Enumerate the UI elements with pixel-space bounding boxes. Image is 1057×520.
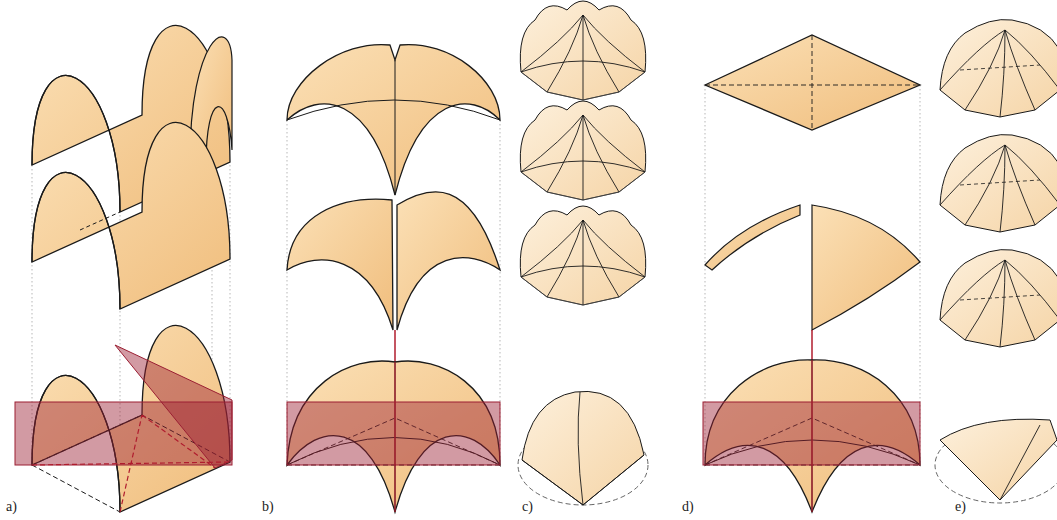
panel-letter: d) [682,500,694,514]
panel-letter: c) [522,500,533,514]
panel-letter: e) [955,500,966,514]
panel-letter: b) [262,500,274,514]
panel-letter: a) [6,500,17,514]
